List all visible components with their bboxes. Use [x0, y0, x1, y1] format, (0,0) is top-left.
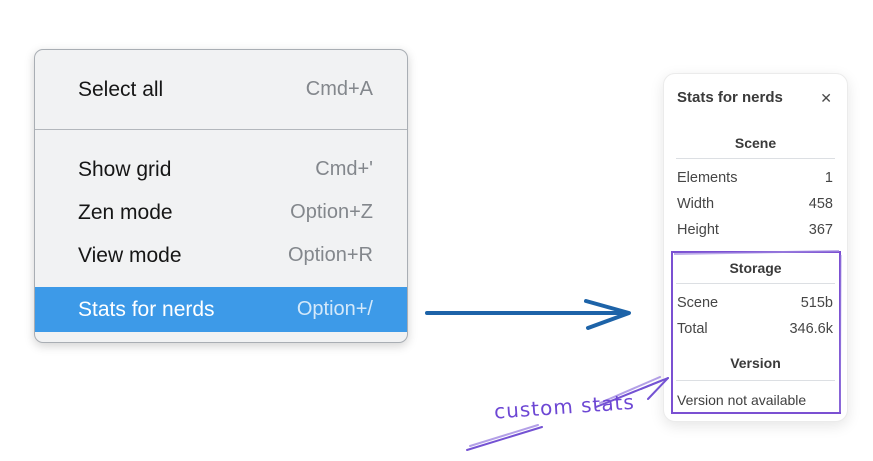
stat-row-width: Width 458	[664, 191, 847, 217]
scene-stat-rows: Elements 1 Width 458 Height 367	[664, 165, 847, 243]
context-menu: Select all Cmd+A Show grid Cmd+' Zen mod…	[34, 49, 408, 343]
stat-label: Total	[677, 321, 708, 337]
menu-item-stats-for-nerds[interactable]: Stats for nerds Option+/	[35, 287, 407, 332]
section-divider	[676, 380, 835, 381]
stat-row-total-storage: Total 346.6k	[664, 316, 847, 342]
stat-row-height: Height 367	[664, 217, 847, 243]
menu-divider	[35, 129, 407, 130]
menu-item-zen-mode[interactable]: Zen mode Option+Z	[35, 191, 407, 234]
stats-panel-title: Stats for nerds	[677, 89, 783, 106]
version-note: Version not available	[677, 392, 807, 408]
section-header-version: Version	[730, 355, 781, 371]
storage-stat-rows: Scene 515b Total 346.6k	[664, 290, 847, 342]
menu-item-label: Stats for nerds	[78, 297, 215, 321]
stat-label: Width	[677, 196, 715, 212]
menu-item-shortcut: Option+Z	[290, 201, 373, 223]
menu-item-shortcut: Cmd+A	[305, 78, 373, 100]
menu-item-label: Select all	[78, 77, 164, 101]
stat-label: Scene	[677, 295, 719, 311]
stat-value: 346.6k	[789, 321, 833, 337]
stat-label: Elements	[677, 170, 738, 186]
menu-item-show-grid[interactable]: Show grid Cmd+'	[35, 148, 407, 191]
menu-item-view-mode[interactable]: View mode Option+R	[35, 234, 407, 277]
menu-group: Show grid Cmd+' Zen mode Option+Z View m…	[35, 130, 407, 332]
section-header-scene: Scene	[734, 135, 777, 151]
menu-item-shortcut: Cmd+'	[315, 158, 373, 180]
stat-row-elements: Elements 1	[664, 165, 847, 191]
stat-row-scene-storage: Scene 515b	[664, 290, 847, 316]
stat-label: Height	[677, 222, 719, 238]
section-divider	[676, 283, 835, 284]
menu-item-shortcut: Option+R	[287, 244, 373, 266]
menu-item-label: View mode	[78, 243, 182, 267]
section-header-storage: Storage	[729, 260, 782, 276]
blue-arrow	[425, 299, 631, 330]
menu-item-shortcut: Option+/	[296, 298, 373, 320]
close-icon[interactable]: ✕	[820, 90, 832, 106]
stat-value: 1	[824, 170, 833, 186]
menu-item-label: Show grid	[78, 157, 172, 181]
stat-value: 458	[808, 196, 833, 212]
menu-item-select-all[interactable]: Select all Cmd+A	[35, 50, 407, 129]
menu-item-label: Zen mode	[78, 200, 173, 224]
section-divider	[676, 158, 835, 159]
stat-value: 515b	[800, 295, 833, 311]
annotation-label: custom stats	[493, 389, 636, 424]
stats-panel-titlebar: Stats for nerds ✕	[664, 74, 847, 108]
stat-value: 367	[808, 222, 833, 238]
stats-panel: Stats for nerds ✕ Scene Elements 1 Width…	[663, 73, 848, 422]
